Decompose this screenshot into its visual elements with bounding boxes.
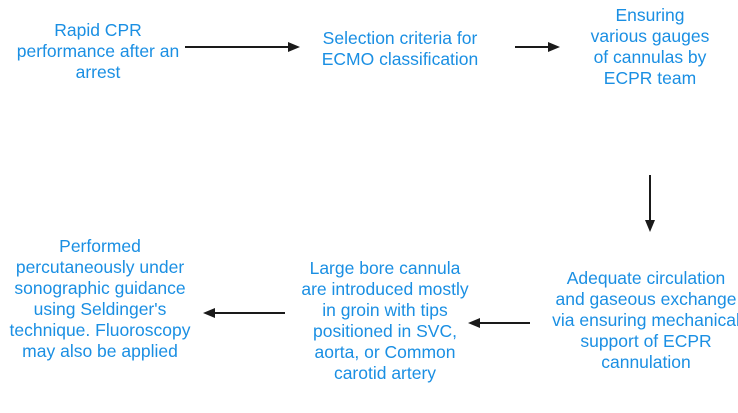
node-rapid-cpr: Rapid CPR performance after an arrest — [3, 20, 193, 83]
node-text-line: Large bore cannula — [309, 258, 461, 278]
arrow-step2-to-step3 — [515, 42, 560, 52]
node-text-line: percutaneously under — [15, 257, 185, 277]
node-text-line: Rapid CPR — [54, 20, 142, 40]
node-text-line: sonographic guidance — [14, 278, 186, 298]
arrow-step3-to-step4 — [645, 175, 655, 232]
node-performed-percutaneously: Performed percutaneously under sonograph… — [0, 236, 200, 362]
node-adequate-circulation: Adequate circulation and gaseous exchang… — [546, 268, 738, 373]
arrow-step1-to-step2 — [185, 42, 300, 52]
node-text-line: of cannulas by — [593, 47, 707, 67]
node-text-line: Adequate circulation — [566, 268, 726, 288]
node-text-line: via ensuring mechanical — [552, 310, 738, 330]
node-ensuring-gauges: Ensuring various gauges of cannulas by E… — [560, 5, 738, 89]
node-text-line: ECPR team — [603, 68, 697, 88]
node-text-line: positioned in SVC, — [313, 321, 457, 341]
node-text-line: Performed — [59, 236, 141, 256]
node-text-line: aorta, or Common — [314, 342, 456, 362]
arrow-step4-to-step5 — [468, 318, 530, 328]
node-text-line: Selection criteria for — [322, 28, 478, 48]
node-text-line: technique. Fluoroscopy — [9, 320, 191, 340]
node-text-line: ECMO classification — [321, 49, 479, 69]
node-text-line: carotid artery — [333, 363, 437, 383]
node-text-line: various gauges — [590, 26, 710, 46]
node-text-line: and gaseous exchange — [555, 289, 737, 309]
arrow-step5-to-step6 — [203, 308, 285, 318]
node-large-bore-cannula: Large bore cannula are introduced mostly… — [290, 258, 480, 384]
node-text-line: cannulation — [601, 352, 691, 372]
node-text-line: support of ECPR — [580, 331, 712, 351]
node-text-line: arrest — [75, 62, 121, 82]
node-text-line: may also be applied — [22, 341, 178, 361]
node-text-line: performance after an — [16, 41, 180, 61]
node-text-line: are introduced mostly — [301, 279, 469, 299]
node-text-line: Ensuring — [615, 5, 685, 25]
node-text-line: using Seldinger's — [33, 299, 167, 319]
node-text-line: in groin with tips — [322, 300, 448, 320]
node-selection-criteria: Selection criteria for ECMO classificati… — [300, 28, 500, 70]
